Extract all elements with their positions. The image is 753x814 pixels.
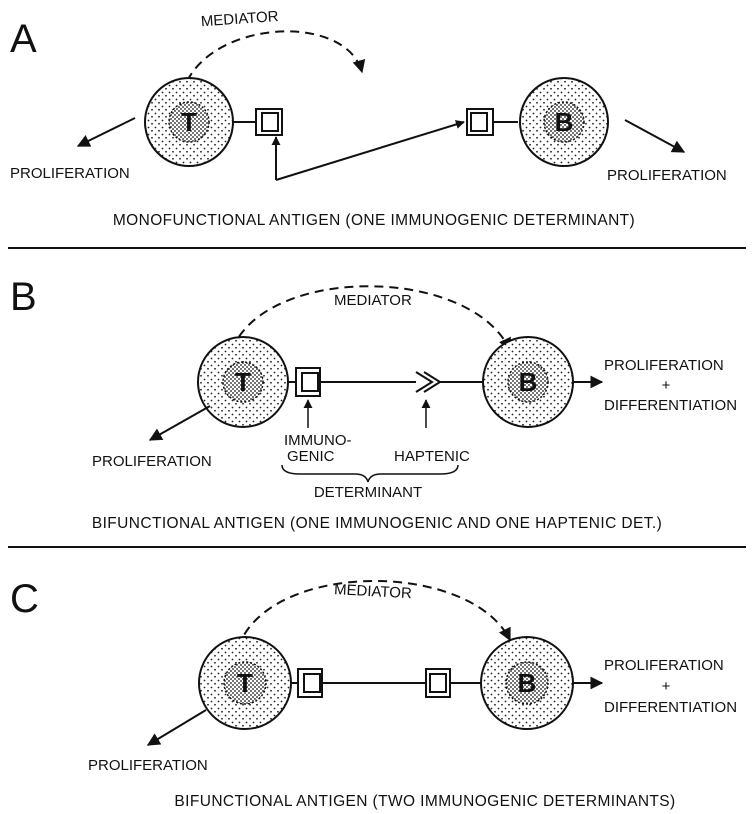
panel-c-caption: BIFUNCTIONAL ANTIGEN (TWO IMMUNOGENIC DE… [174, 793, 675, 810]
panel-a: A MEDIATOR T B PROLIFERATION PROLIFERATI… [10, 8, 727, 229]
panel-a-mediator-arrow [181, 30, 366, 96]
panel-b-haptenic-label: HAPTENIC [394, 448, 470, 465]
panel-c-b-cell: B [480, 636, 574, 730]
panel-a-mediator-label: MEDIATOR [200, 8, 279, 30]
panel-a-letter: A [10, 17, 37, 61]
panel-b-immunogenic-label-2: GENIC [287, 448, 335, 465]
panel-c-letter: C [10, 577, 39, 621]
panel-c-plus: + [662, 678, 671, 695]
panel-b-left-proliferation: PROLIFERATION [92, 453, 212, 470]
panel-a-antigen-right-arrow [275, 120, 465, 181]
panel-a-right-proliferation: PROLIFERATION [607, 167, 727, 184]
panel-b-mediator-arrow [231, 285, 511, 352]
panel-b-haptenic-determinant-icon [415, 371, 442, 393]
panel-b-caption: BIFUNCTIONAL ANTIGEN (ONE IMMUNOGENIC AN… [92, 515, 662, 532]
panel-c-left-prolif-arrow [146, 709, 207, 746]
panel-b-determinant-brace [281, 464, 459, 483]
panel-b-left-prolif-arrow [148, 405, 211, 441]
panel-b-plus: + [662, 377, 671, 394]
panel-a-right-prolif-arrow [624, 119, 686, 153]
panel-b-differentiation: DIFFERENTIATION [604, 397, 737, 414]
panel-b: B MEDIATOR T B PROLIFERATION + DIFFERENT… [10, 275, 737, 532]
panel-b-immunogenic-determinant-icon [295, 367, 321, 397]
panel-c-b-cell-letter: B [518, 668, 537, 698]
panel-a-t-cell-letter: T [181, 107, 197, 137]
panel-c-left-determinant-icon [297, 668, 323, 698]
panel-b-t-cell: T [197, 336, 289, 428]
panel-b-b-cell: B [482, 336, 574, 428]
panel-c-mediator-label: MEDIATOR [334, 581, 413, 602]
panel-c-differentiation: DIFFERENTIATION [604, 699, 737, 716]
panel-a-b-cell: B [519, 77, 609, 167]
panel-c-mediator-arrow [237, 580, 511, 649]
panel-c-right-determinant-icon [425, 668, 451, 698]
panel-c: C MEDIATOR T B PROLIFERATION + DIFFERENT… [10, 577, 737, 810]
panel-b-b-cell-letter: B [519, 367, 538, 397]
panel-a-b-cell-letter: B [555, 107, 574, 137]
panel-c-left-proliferation: PROLIFERATION [88, 757, 208, 774]
panel-b-letter: B [10, 275, 37, 319]
panel-c-t-cell-letter: T [237, 668, 253, 698]
panel-a-b-receptor-icon [466, 108, 494, 136]
panel-a-left-prolif-arrow [76, 117, 136, 147]
panel-b-right-proliferation: PROLIFERATION [604, 357, 724, 374]
panel-a-left-proliferation: PROLIFERATION [10, 165, 130, 182]
panel-c-t-cell: T [198, 636, 292, 730]
panel-b-immunogenic-label-1: IMMUNO- [284, 432, 352, 449]
panel-a-caption: MONOFUNCTIONAL ANTIGEN (ONE IMMUNOGENIC … [113, 212, 635, 229]
panel-b-determinant-label: DETERMINANT [314, 484, 422, 501]
panel-c-right-proliferation: PROLIFERATION [604, 657, 724, 674]
panel-b-mediator-label: MEDIATOR [334, 292, 412, 309]
panel-a-t-cell: T [144, 77, 234, 167]
panel-a-t-receptor-icon [255, 108, 283, 136]
panel-b-t-cell-letter: T [235, 367, 251, 397]
